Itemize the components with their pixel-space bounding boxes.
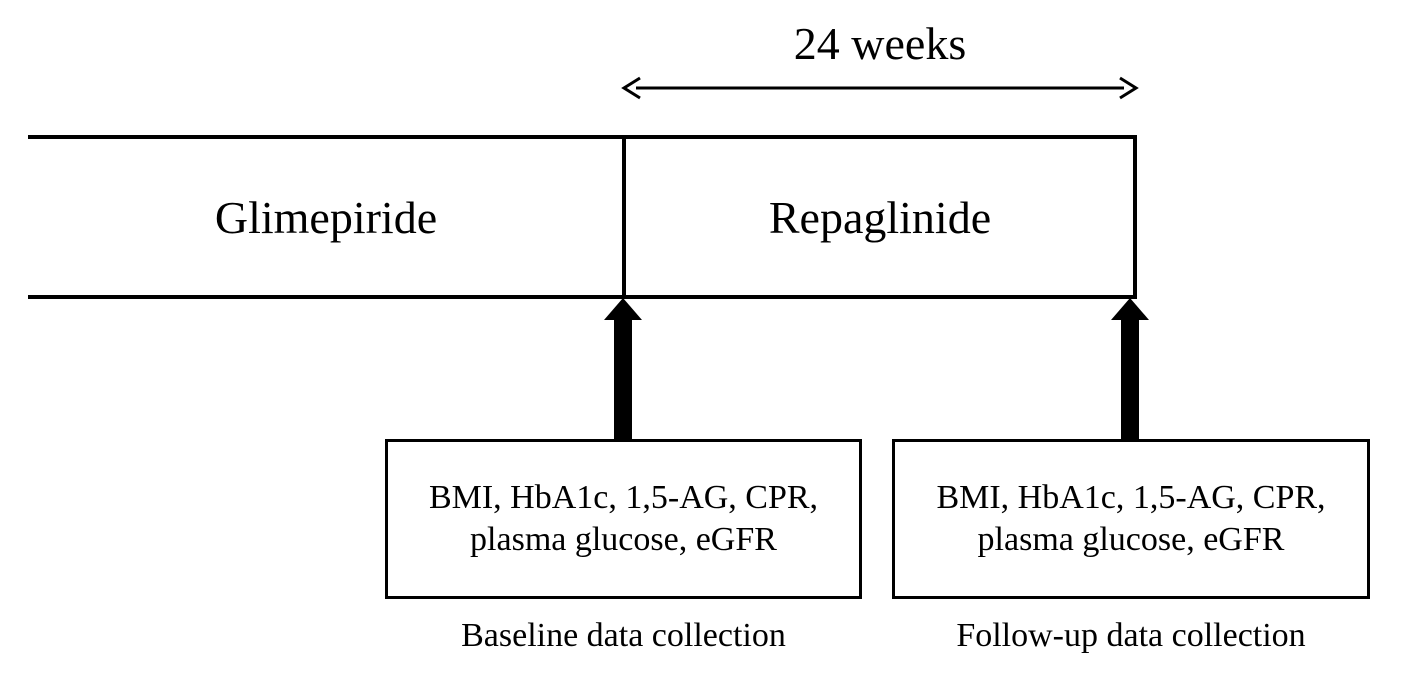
duration-arrow-right-head (1119, 76, 1139, 100)
followup-arrow-shaft (1121, 318, 1139, 440)
baseline-measures-line1: BMI, HbA1c, 1,5-AG, CPR, (428, 479, 819, 516)
followup-measures-line1: BMI, HbA1c, 1,5-AG, CPR, (936, 479, 1326, 516)
baseline-measures-line2: plasma glucose, eGFR (470, 521, 777, 558)
duration-arrow-left-head (621, 76, 641, 100)
glimepiride-label: Glimepiride (214, 192, 438, 243)
followup-measures-box: BMI, HbA1c, 1,5-AG, CPR, plasma glucose,… (892, 439, 1370, 599)
followup-measures-text: BMI, HbA1c, 1,5-AG, CPR, plasma glucose,… (936, 477, 1325, 561)
duration-label: 24 weeks (793, 18, 967, 69)
baseline-measures-box: BMI, HbA1c, 1,5-AG, CPR, plasma glucose,… (385, 439, 862, 599)
baseline-arrow-shaft (614, 318, 632, 440)
baseline-measures-text: BMI, HbA1c, 1,5-AG, CPR, plasma glucose,… (429, 477, 818, 561)
followup-measures-line2: plasma glucose, eGFR (977, 521, 1285, 558)
baseline-caption: Baseline data collection (461, 617, 786, 654)
baseline-arrow-head (604, 298, 642, 320)
followup-arrow-head (1111, 298, 1149, 320)
followup-caption: Follow-up data collection (956, 617, 1306, 654)
repaglinide-label: Repaglinide (768, 192, 992, 243)
